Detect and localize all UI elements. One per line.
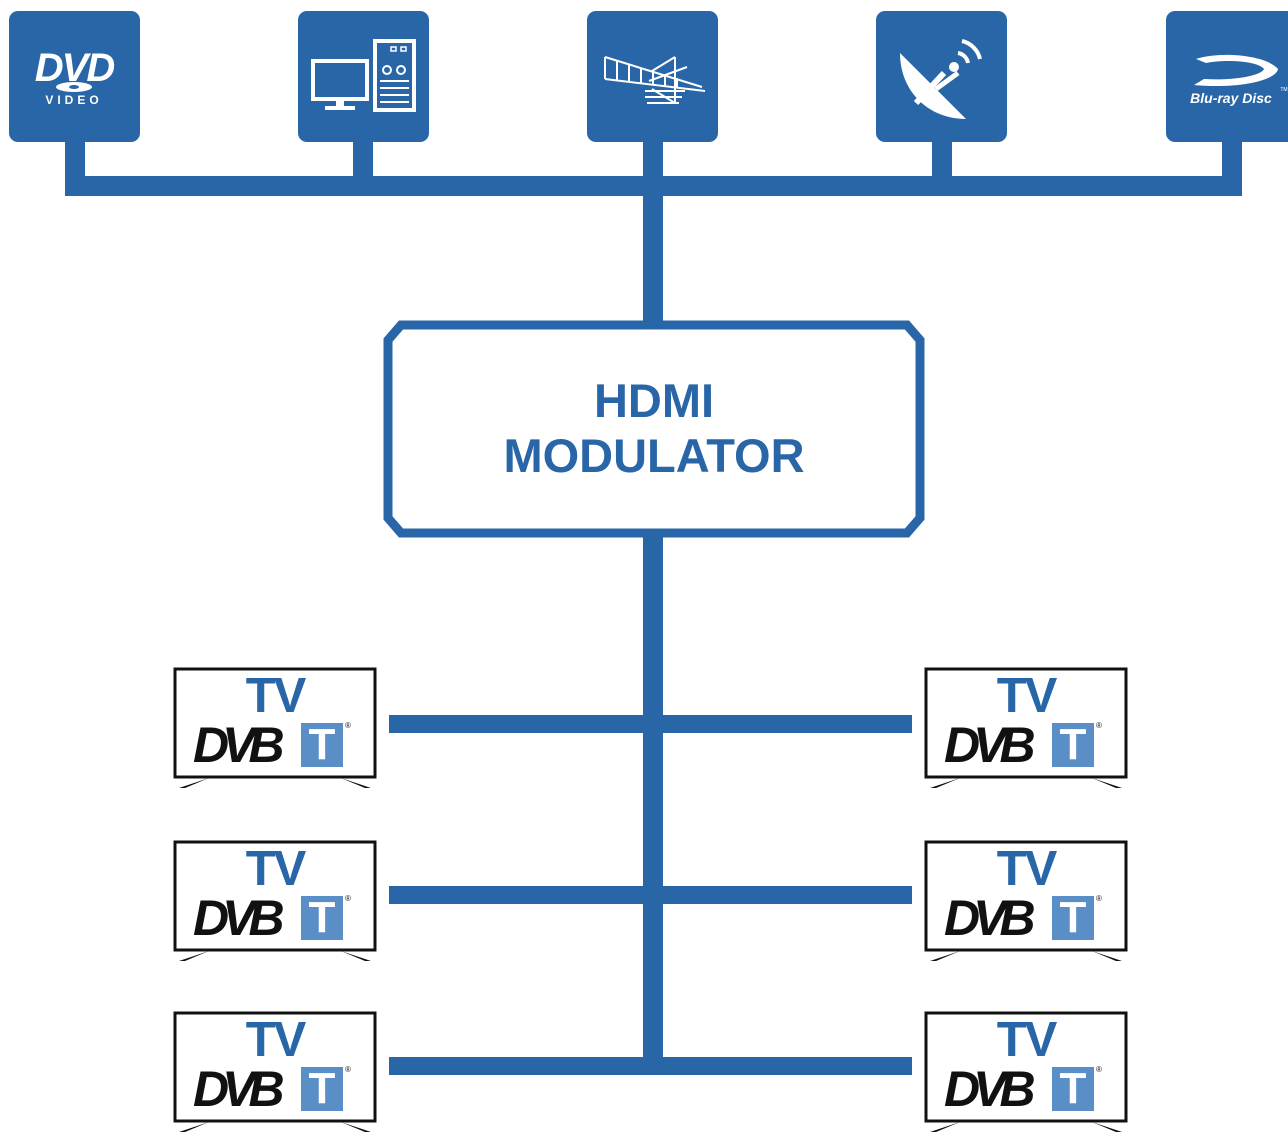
dvb-logo-text: DVB (944, 890, 1036, 946)
dvb-t-letter: T (1059, 893, 1087, 942)
trunk-from-modulator (643, 535, 663, 1060)
tv-right-3: TV DVB T ® (924, 1011, 1130, 1137)
source-bluray-player: Blu-ray Disc TM (1166, 11, 1288, 142)
registered-mark: ® (345, 894, 351, 903)
source-satellite (876, 11, 1007, 142)
tv-label: TV (245, 669, 307, 723)
dvb-t-letter: T (308, 720, 336, 769)
tv-right-1: TV DVB T ® (924, 667, 1130, 793)
tv-branch-2 (389, 886, 912, 904)
tv-branch-3 (389, 1057, 912, 1075)
bluray-trademark: TM (1280, 87, 1287, 93)
registered-mark: ® (345, 1065, 351, 1074)
dvd-video-logo-icon: DVD VIDEO (35, 46, 117, 107)
dvb-t-box: T (1052, 720, 1094, 769)
modulator-title-line2: MODULATOR (503, 429, 805, 482)
registered-mark: ® (1096, 721, 1102, 730)
source-drop-dvd (65, 130, 85, 180)
dvb-logo-text: DVB (944, 717, 1036, 773)
dvb-logo-text: DVB (944, 1061, 1036, 1117)
dvb-t-letter: T (308, 1064, 336, 1113)
source-antenna (587, 11, 718, 142)
tv-left-3: TV DVB T ® (173, 1011, 379, 1137)
tv-antenna-icon (604, 56, 706, 104)
dvb-logo-text: DVB (193, 890, 285, 946)
dvb-t-box: T (301, 893, 343, 942)
registered-mark: ® (1096, 894, 1102, 903)
source-dvd-player: DVD VIDEO (9, 11, 140, 142)
tv-label: TV (996, 1013, 1058, 1067)
dvd-video-text: VIDEO (45, 93, 102, 107)
tv-label: TV (245, 1013, 307, 1067)
trunk-to-modulator (643, 186, 663, 326)
source-drop-satellite (932, 130, 952, 180)
dvb-t-box: T (1052, 1064, 1094, 1113)
modulator-frame (383, 320, 925, 538)
dvb-t-box: T (301, 720, 343, 769)
bluray-logo-text: Blu-ray Disc (1190, 90, 1272, 106)
registered-mark: ® (345, 721, 351, 730)
tv-label: TV (996, 669, 1058, 723)
hdmi-modulator-box: HDMI MODULATOR (383, 320, 925, 538)
source-computer (298, 11, 429, 142)
modulator-title-line1: HDMI (593, 374, 715, 427)
satellite-dish-icon (900, 39, 982, 119)
bluray-disc-logo-icon: Blu-ray Disc TM (1190, 54, 1288, 106)
source-drop-antenna (643, 130, 663, 180)
dvb-logo-text: DVB (193, 717, 285, 773)
dvb-t-letter: T (308, 893, 336, 942)
computer-icon (311, 39, 416, 112)
source-drop-pc (353, 130, 373, 180)
tv-branch-1 (389, 715, 912, 733)
dvb-logo-text: DVB (193, 1061, 285, 1117)
tv-left-2: TV DVB T ® (173, 840, 379, 966)
tv-label: TV (245, 842, 307, 896)
tv-right-2: TV DVB T ® (924, 840, 1130, 966)
dvb-t-letter: T (1059, 1064, 1087, 1113)
tv-left-1: TV DVB T ® (173, 667, 379, 793)
dvb-t-letter: T (1059, 720, 1087, 769)
dvb-t-box: T (301, 1064, 343, 1113)
source-drop-bluray (1222, 130, 1242, 180)
registered-mark: ® (1096, 1065, 1102, 1074)
tv-label: TV (996, 842, 1058, 896)
dvb-t-box: T (1052, 893, 1094, 942)
